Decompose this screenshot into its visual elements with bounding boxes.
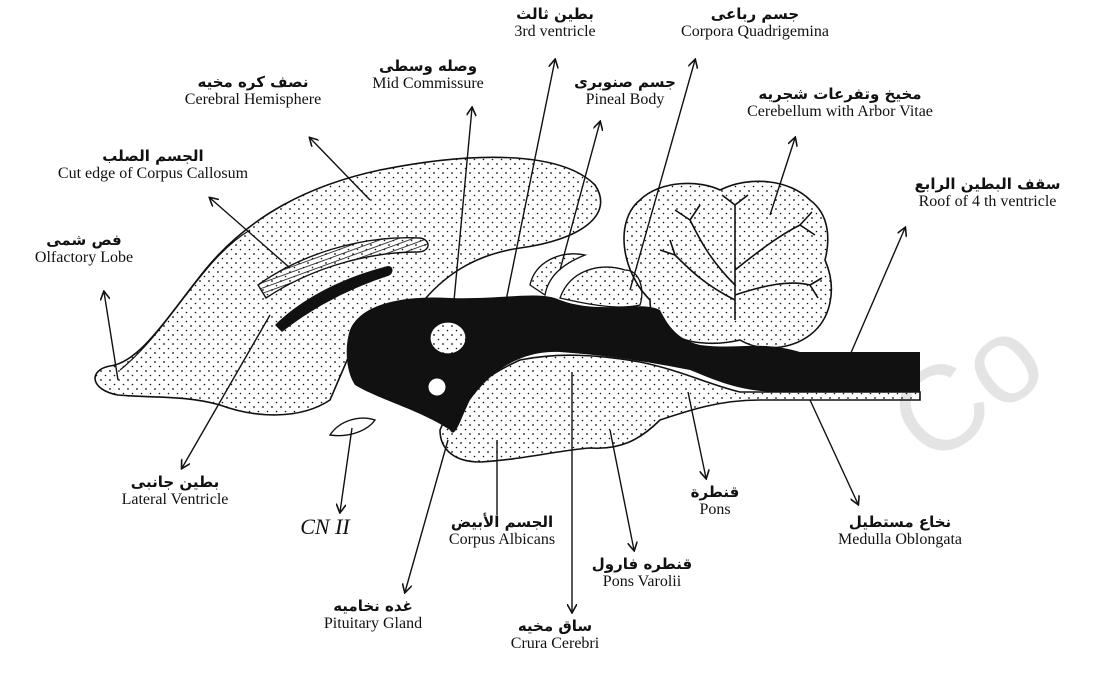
pons-ar: قنطرة [680, 484, 750, 501]
third-ventricle-ar: بطين ثالث [490, 6, 620, 23]
label-pons: قنطرة Pons [680, 484, 750, 520]
olfactory-lobe-en: Olfactory Lobe [14, 249, 154, 267]
small-dot-shape [428, 378, 446, 396]
cerebral-hemisphere-en: Cerebral Hemisphere [158, 91, 348, 109]
pons-en: Pons [680, 501, 750, 519]
olfactory-lobe-ar: فص شمى [14, 232, 154, 249]
corpus-callosum-en: Cut edge of Corpus Callosum [8, 165, 298, 183]
pons-varolii-ar: قنطره فارول [582, 556, 702, 573]
optic-nerve [330, 418, 375, 436]
crura-cerebri-en: Crura Cerebri [490, 635, 620, 653]
corpus-albicans-ar: الجسم الأبيض [412, 514, 592, 531]
lateral-ventricle-ar: بطين جانبى [95, 474, 255, 491]
corpora-quadrigemina-shape [560, 267, 642, 307]
label-corpus-albicans: الجسم الأبيض Corpus Albicans [412, 514, 592, 550]
corpus-callosum-ar: الجسم الصلب [8, 148, 298, 165]
label-lateral-ventricle: بطين جانبى Lateral Ventricle [95, 474, 255, 510]
cerebellum-en: Cerebellum with Arbor Vitae [700, 103, 980, 121]
label-roof-4th-ventricle: سقف البطين الرابع Roof of 4 th ventricle [880, 176, 1095, 212]
label-medulla: نخاع مستطيل Medulla Oblongata [800, 514, 1000, 550]
medulla-ar: نخاع مستطيل [800, 514, 1000, 531]
leader-pons-varolii [610, 430, 634, 550]
medulla-en: Medulla Oblongata [800, 531, 1000, 549]
leader-cn-ii [340, 428, 352, 512]
cerebellum-ar: مخيخ وتفرعات شجريه [700, 86, 980, 103]
pituitary-ar: غده نخاميه [298, 598, 448, 615]
label-pituitary: غده نخاميه Pituitary Gland [298, 598, 448, 634]
label-cerebral-hemisphere: نصف كره مخيه Cerebral Hemisphere [158, 74, 348, 110]
roof-4th-ventricle-en: Roof of 4 th ventricle [880, 193, 1095, 211]
leader-roof-4th-ventricle [850, 228, 905, 355]
mid-commissure-ar: وصله وسطى [348, 58, 508, 75]
label-olfactory-lobe: فص شمى Olfactory Lobe [14, 232, 154, 268]
pineal-body-ar: جسم صنوبرى [560, 74, 690, 91]
pituitary-en: Pituitary Gland [298, 615, 448, 633]
pineal-body-en: Pineal Body [560, 91, 690, 109]
label-mid-commissure: وصله وسطى Mid Commissure [348, 58, 508, 94]
label-third-ventricle: بطين ثالث 3rd ventricle [490, 6, 620, 42]
crura-cerebri-ar: ساق مخيه [490, 618, 620, 635]
corpora-quadrigemina-ar: جسم رباعى [640, 6, 870, 23]
corpora-quadrigemina-en: Corpora Quadrigemina [640, 23, 870, 41]
corpus-albicans-en: Corpus Albicans [412, 531, 592, 549]
label-corpus-callosum: الجسم الصلب Cut edge of Corpus Callosum [8, 148, 298, 184]
label-corpora-quadrigemina: جسم رباعى Corpora Quadrigemina [640, 6, 870, 42]
pons-varolii-en: Pons Varolii [582, 573, 702, 591]
label-pineal-body: جسم صنوبرى Pineal Body [560, 74, 690, 110]
label-pons-varolii: قنطره فارول Pons Varolii [582, 556, 702, 592]
label-cn-ii: CN II [280, 514, 370, 539]
third-ventricle-en: 3rd ventricle [490, 23, 620, 41]
leader-medulla [810, 400, 858, 504]
roof-4th-ventricle-ar: سقف البطين الرابع [880, 176, 1095, 193]
mid-commissure-en: Mid Commissure [348, 75, 508, 93]
label-cerebellum: مخيخ وتفرعات شجريه Cerebellum with Arbor… [700, 86, 980, 122]
lateral-ventricle-en: Lateral Ventricle [95, 491, 255, 509]
cerebral-hemisphere-ar: نصف كره مخيه [158, 74, 348, 91]
label-crura-cerebri: ساق مخيه Crura Cerebri [490, 618, 620, 654]
